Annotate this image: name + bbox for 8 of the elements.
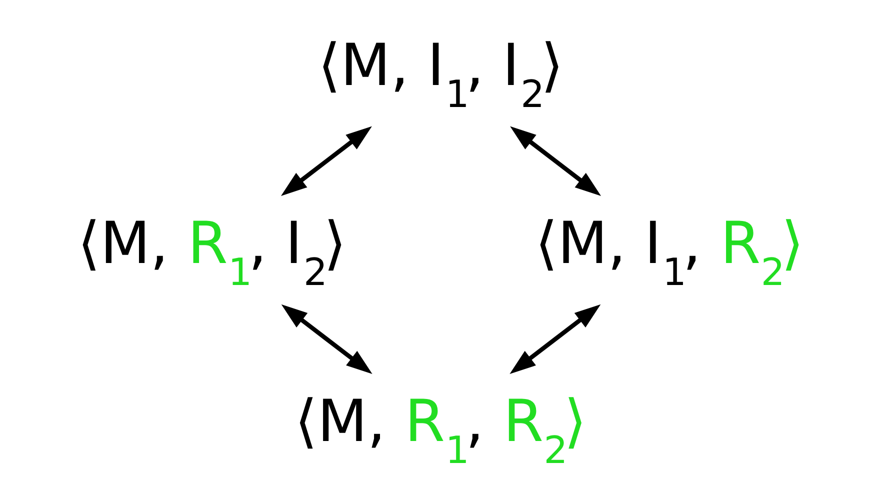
node-text: ⟨M, R$_{1}$, R$_{2}$⟩ bbox=[294, 387, 586, 472]
arrow bbox=[280, 126, 372, 196]
arrow bbox=[510, 126, 601, 196]
arrow bbox=[280, 304, 372, 374]
node-text: ⟨M, I$_{1}$, I$_{2}$⟩ bbox=[317, 30, 563, 116]
node-text: ⟨M, I$_{1}$, R$_{2}$⟩ bbox=[534, 209, 804, 294]
node-text: ⟨M, R$_{1}$, I$_{2}$⟩ bbox=[77, 209, 346, 294]
arrow bbox=[509, 304, 600, 374]
